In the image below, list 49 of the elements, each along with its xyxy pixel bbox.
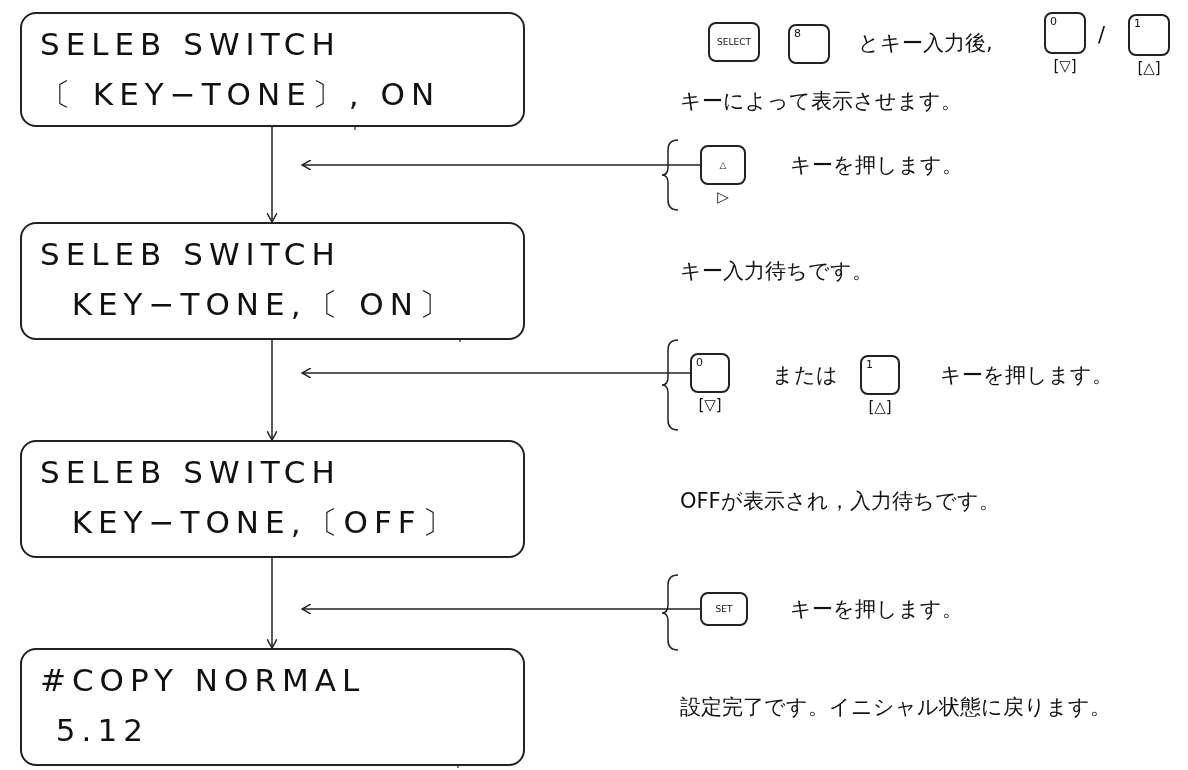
key-legend: 0 (696, 358, 703, 368)
key-legend: SET (715, 604, 733, 614)
key-button (1044, 12, 1086, 54)
display-text: 5.12 (54, 711, 149, 750)
key-legend: 1 (866, 360, 873, 370)
instruction-text: OFFが表示され，入力待ちです。 (680, 488, 1000, 514)
display-text: KEY−TONE,〔OFF〕 (70, 503, 459, 542)
instruction-text: キーを押します。 (940, 362, 1113, 388)
instruction-text: キーによって表示させます。 (680, 88, 962, 114)
key-button (700, 592, 748, 626)
arrow (301, 603, 701, 615)
key-button (860, 355, 900, 395)
key-button (690, 353, 730, 393)
key-legend: 8 (794, 29, 801, 39)
instruction-text: / (1098, 22, 1106, 48)
instruction-text: キー入力待ちです。 (680, 258, 873, 284)
key-legend: △ (719, 160, 727, 170)
lcd-display (20, 222, 525, 340)
arrow (266, 339, 278, 441)
display-text: SELEB SWITCH (40, 25, 341, 64)
key-sublabel: ▷ (717, 189, 729, 205)
display-text: KEY−TONE,〔 ON〕 (70, 285, 456, 324)
arrow (301, 159, 701, 171)
display-text: SELEB SWITCH (40, 235, 341, 274)
display-text: SELEB SWITCH (40, 453, 341, 492)
key-legend: SELECT (717, 37, 751, 47)
instruction-text: キーを押します。 (790, 596, 963, 622)
lcd-display (20, 648, 525, 766)
key-button (708, 22, 760, 62)
key-sublabel: [△] (868, 399, 892, 415)
instruction-text: とキー入力後, (858, 30, 993, 56)
key-button (788, 24, 830, 64)
arrow (266, 126, 278, 223)
instruction-text: または (772, 362, 838, 388)
display-text: 〔 KEY−TONE〕, ON (40, 75, 441, 114)
key-button (700, 145, 746, 185)
arrow (301, 367, 691, 379)
key-sublabel: [△] (1137, 60, 1161, 76)
lcd-display (20, 12, 525, 127)
lcd-display (20, 440, 525, 558)
key-sublabel: [▽] (698, 397, 722, 413)
key-legend: 0 (1050, 17, 1057, 27)
display-text: #COPY NORMAL (40, 661, 366, 700)
instruction-text: 設定完了です。イニシャル状態に戻ります。 (680, 694, 1111, 720)
key-sublabel: [▽] (1053, 58, 1077, 74)
key-legend: 1 (1134, 19, 1141, 29)
key-button (1128, 14, 1170, 56)
instruction-text: キーを押します。 (790, 152, 963, 178)
arrow (266, 557, 278, 649)
